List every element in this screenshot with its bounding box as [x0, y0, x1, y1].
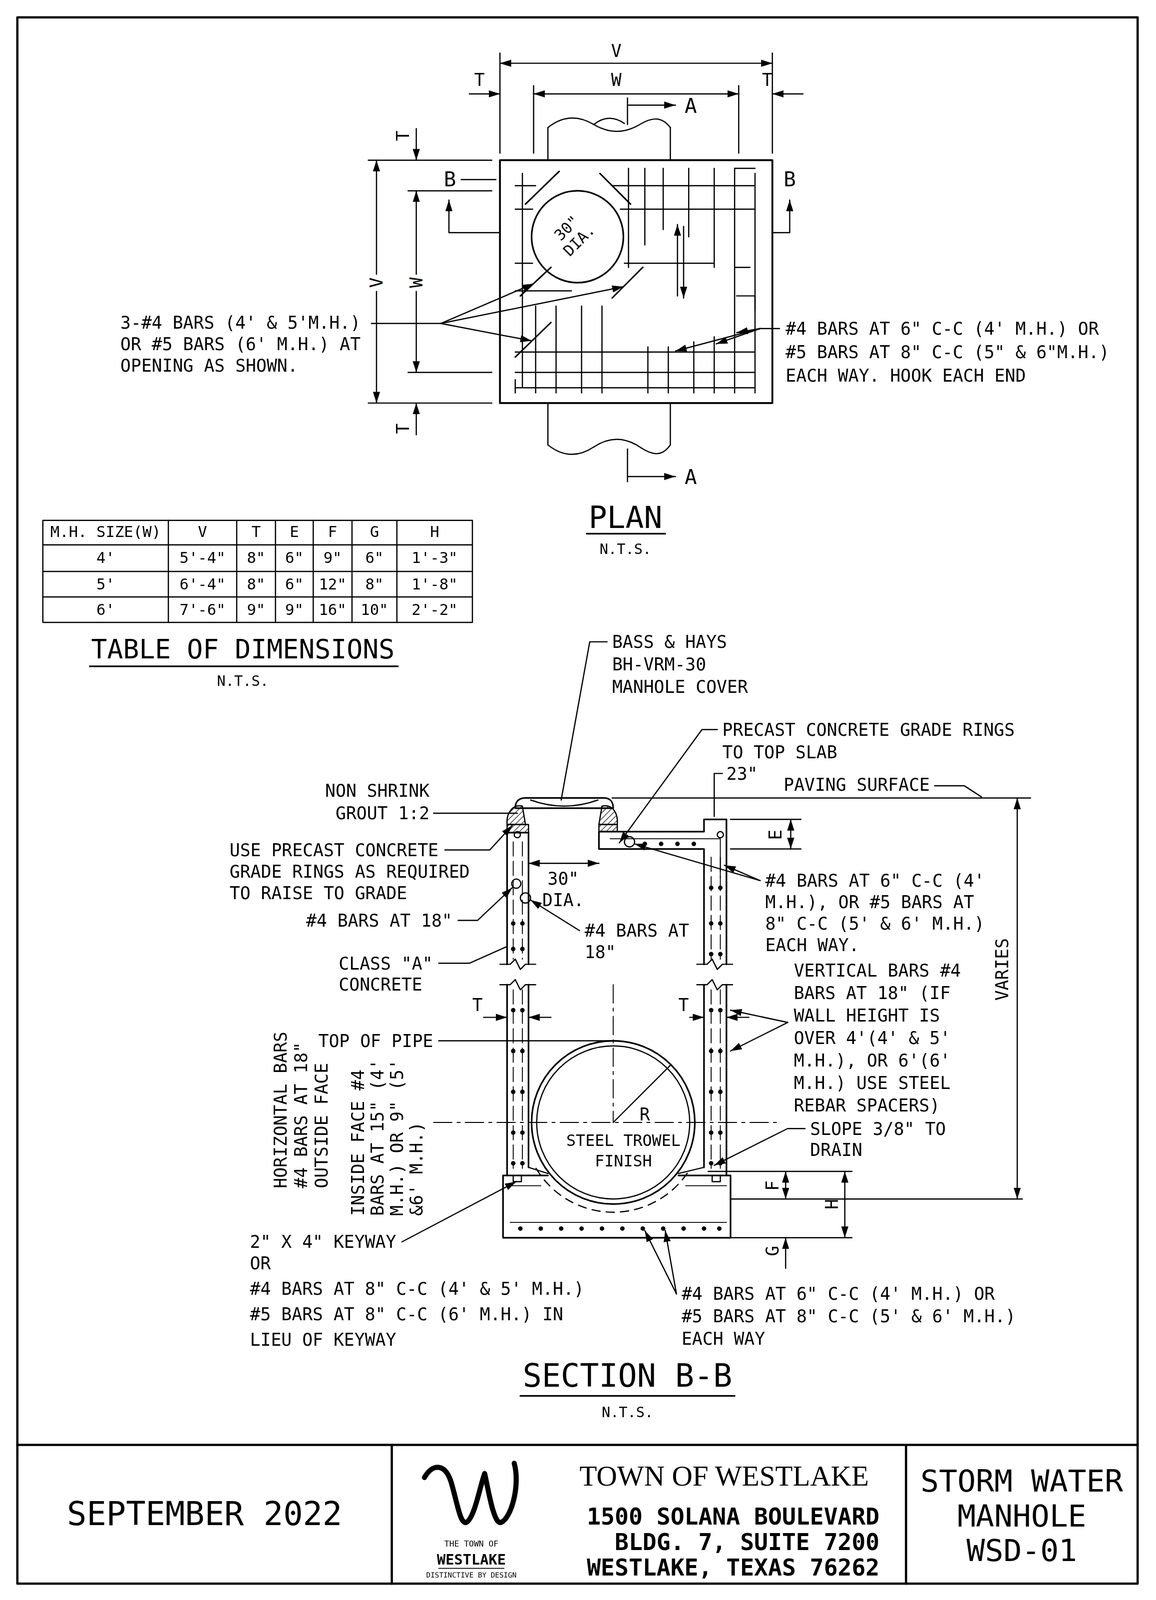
scale-note: N.T.S. [217, 672, 269, 689]
table-cell: F [328, 523, 338, 542]
callout-note: HORIZONTAL BARS #4 BARS AT 18" OUTSIDE F… [270, 1025, 332, 1188]
callout-note: 30" DIA. [546, 207, 601, 262]
callout-note: USE PRECAST CONCRETE GRADE RINGS AS REQU… [229, 839, 475, 904]
table-cell: 6" [285, 549, 304, 567]
table-cell: 1'-3" [411, 549, 458, 567]
callout-note: CLASS "A" CONCRETE [338, 952, 438, 996]
table-cell: 6" [285, 575, 304, 593]
callout-note: 3-#4 BARS (4' & 5'M.H.) OR #5 BARS (6' M… [120, 312, 366, 377]
callout-note: #4 BARS AT 18" [584, 920, 695, 964]
title-block-text: SEPTEMBER 2022 [66, 1495, 343, 1534]
callout-note: VERTICAL BARS #4 BARS AT 18" (IF WALL HE… [793, 958, 987, 1117]
table-cell: V [197, 523, 207, 542]
callout-note: PRECAST CONCRETE GRADE RINGS TO TOP SLAB [722, 718, 1021, 764]
dimension-label: W [611, 69, 622, 90]
dimension-label: V [611, 40, 622, 62]
callout-note: PAVING SURFACE [783, 774, 930, 794]
title-block-text: 1500 SOLANA BOULEVARD BLDG. 7, SUITE 720… [579, 1503, 880, 1580]
table-cell: 12" [318, 575, 347, 593]
table-cell: 16" [318, 600, 347, 619]
dimension-label: A [684, 465, 698, 490]
table-cell: 8" [365, 575, 384, 593]
title-block-cell: SEPTEMBER 2022 [17, 1444, 392, 1584]
table-cell: 5'-4" [179, 549, 226, 567]
table-cell: H [429, 523, 439, 542]
table-cell: G [370, 523, 380, 542]
view-title: SECTION B-B [522, 1356, 733, 1394]
table-cell: 9" [323, 549, 343, 567]
dimension-label: H [821, 1198, 842, 1209]
dimension-label: B [783, 167, 796, 192]
dimension-label: T [472, 994, 483, 1016]
callout-note: #4 BARS AT 6" C-C (4' M.H.) OR #5 BARS A… [785, 317, 1115, 388]
table-cell: 9" [285, 600, 304, 619]
view-title: PLAN [588, 499, 663, 535]
table-cell: 9" [246, 600, 266, 619]
table-cell: 10" [360, 600, 388, 619]
table-cell: 5' [96, 575, 115, 593]
callout-note: BASS & HAYS BH-VRM-30 MANHOLE COVER [612, 630, 754, 698]
table-cell: E [289, 523, 299, 542]
dimension-label: W [405, 274, 427, 291]
title-block-text: TOWN OF WESTLAKE [579, 1459, 869, 1493]
callout-note: #4 BARS AT 6" C-C (4' M.H.), OR #5 BARS … [765, 869, 990, 956]
dimension-label: B [443, 167, 457, 192]
callout-note: INSIDE FACE #4 BARS AT 15" (4' M.H.) OR … [349, 1053, 427, 1216]
table-cell: 1'-8" [411, 575, 458, 593]
callout-note: TOP OF PIPE [318, 1031, 433, 1050]
scale-note: N.T.S. [599, 540, 652, 558]
scale-note: N.T.S. [601, 1403, 654, 1421]
table-cell: T [251, 523, 261, 542]
dimension-label: G [762, 1245, 783, 1256]
dimension-label: T [474, 69, 485, 90]
table-cell: 6" [365, 549, 384, 567]
dimension-label: F [762, 1179, 783, 1191]
callout-note: STEEL TROWEL FINISH [563, 1130, 684, 1171]
callout-note: 2" X 4" KEYWAY OR [250, 1231, 401, 1275]
callout-note: 30" DIA. [539, 867, 587, 911]
dimension-label: V [366, 274, 387, 291]
dimension-label: 23" [726, 764, 759, 783]
dimension-label: T [678, 994, 690, 1016]
dimension-label: R [639, 1103, 651, 1125]
callout-note: #4 BARS AT 18" [306, 910, 453, 930]
callout-note: #4 BARS AT 6" C-C (4' M.H.) OR #5 BARS A… [681, 1282, 1021, 1350]
dimension-label: T [762, 69, 773, 90]
table-cell: 7'-6" [179, 600, 226, 619]
title-block-text: STORM WATER MANHOLE WSD-01 [915, 1463, 1129, 1568]
callout-note: NON SHRINK GROUT 1:2 [320, 779, 430, 825]
logo-text: DISTINCTIVE BY DESIGN [426, 1570, 517, 1579]
dimension-label: A [684, 94, 698, 118]
dimension-label: E [765, 828, 786, 840]
logo-text: WESTLAKE [436, 1550, 506, 1567]
dimension-label: VARIES [991, 937, 1013, 1001]
table-cell: M.H. SIZE(W) [50, 523, 161, 542]
dimension-label: T [392, 130, 414, 141]
logo-text: THE TOWN OF [444, 1538, 499, 1548]
table-cell: 6' [96, 600, 115, 619]
title-block-cell: STORM WATER MANHOLE WSD-01 [905, 1444, 1138, 1584]
table-cell: 8" [246, 549, 266, 567]
view-title: TABLE OF DIMENSIONS [90, 633, 395, 665]
table-cell: 4' [96, 549, 115, 567]
table-cell: 8" [246, 575, 266, 593]
dimension-label: T [392, 422, 414, 434]
callout-note: #4 BARS AT 8" C-C (4' & 5' M.H.) #5 BARS… [250, 1275, 589, 1353]
callout-note: SLOPE 3/8" TO DRAIN [809, 1118, 951, 1161]
table-cell: 2'-2" [411, 600, 458, 619]
table-cell: 6'-4" [179, 575, 226, 593]
